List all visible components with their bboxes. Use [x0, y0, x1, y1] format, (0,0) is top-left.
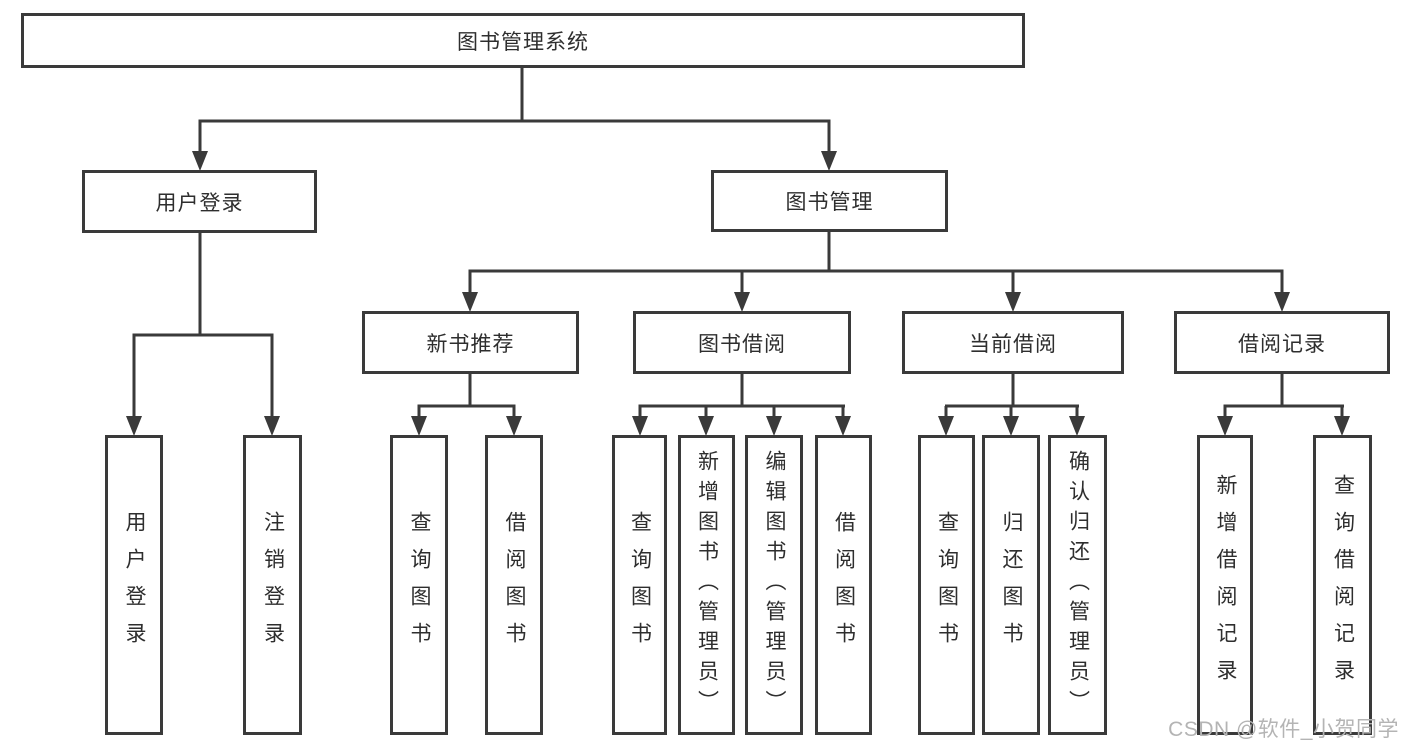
node-label: 借阅记录	[1238, 332, 1326, 356]
node-book-management: 图书管理	[711, 170, 948, 232]
node-book-borrowing: 图书借阅	[633, 311, 851, 374]
node-leaf-user-login: 用户登录	[105, 435, 163, 735]
node-leaf-search-books-recommend: 查询图书	[390, 435, 448, 735]
arrowheads	[126, 151, 1350, 436]
node-label: 注销登录	[261, 511, 285, 659]
node-leaf-logout: 注销登录	[243, 435, 302, 735]
node-library-management-system: 图书管理系统	[21, 13, 1025, 68]
node-label: 当前借阅	[969, 332, 1057, 356]
node-label: 编辑图书（管理员）	[763, 450, 786, 720]
node-label: 图书管理	[785, 191, 874, 214]
node-label: 查询图书	[935, 511, 959, 659]
node-label: 图书借阅	[698, 332, 786, 356]
node-leaf-borrow-books: 借阅图书	[815, 435, 872, 735]
node-new-book-recommend: 新书推荐	[362, 311, 579, 374]
node-current-borrowing: 当前借阅	[902, 311, 1124, 374]
node-label: 确认归还（管理员）	[1066, 450, 1090, 720]
csdn-watermark: CSDN @软件_小贺同学	[1168, 718, 1399, 741]
node-label: 新增图书（管理员）	[695, 450, 719, 720]
node-label: 用户登录	[123, 511, 146, 659]
node-label: 归还图书	[1000, 511, 1023, 659]
node-label: 图书管理系统	[457, 30, 589, 54]
node-leaf-add-borrow-record: 新增借阅记录	[1197, 435, 1253, 735]
node-leaf-edit-books-admin: 编辑图书（管理员）	[745, 435, 803, 735]
node-label: 新书推荐	[426, 332, 515, 356]
node-label: 查询借阅记录	[1331, 474, 1355, 696]
node-label: 查询图书	[408, 511, 431, 659]
node-label: 新增借阅记录	[1214, 474, 1237, 696]
node-user-login: 用户登录	[82, 170, 317, 233]
node-label: 借阅图书	[503, 511, 526, 659]
node-leaf-return-books: 归还图书	[982, 435, 1040, 735]
node-leaf-borrow-books-recommend: 借阅图书	[485, 435, 543, 735]
node-leaf-confirm-return-admin: 确认归还（管理员）	[1048, 435, 1107, 735]
node-borrowing-records: 借阅记录	[1174, 311, 1390, 374]
node-leaf-search-books-borrowing: 查询图书	[612, 435, 667, 735]
node-leaf-add-books-admin: 新增图书（管理员）	[678, 435, 735, 735]
node-label: 用户登录	[155, 191, 244, 215]
node-leaf-search-borrow-record: 查询借阅记录	[1313, 435, 1372, 735]
node-leaf-search-books-current: 查询图书	[918, 435, 975, 735]
node-label: 借阅图书	[832, 511, 856, 659]
node-label: 查询图书	[628, 511, 652, 659]
